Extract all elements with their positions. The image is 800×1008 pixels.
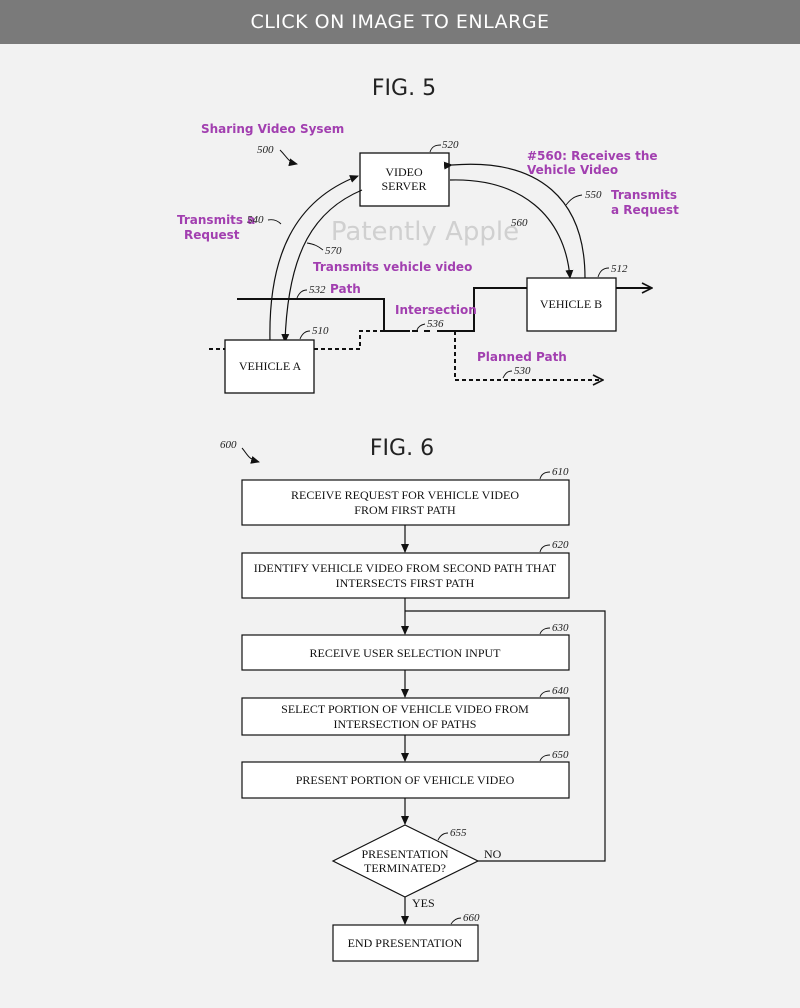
enlarge-banner[interactable]: CLICK ON IMAGE TO ENLARGE [0, 0, 800, 44]
path-label: Path [330, 282, 361, 296]
vehicle-b-ref-leader [597, 267, 610, 278]
step-630-line1: RECEIVE USER SELECTION INPUT [310, 646, 502, 660]
ref-550: 550 [585, 189, 602, 201]
decision-ref: 655 [450, 827, 467, 839]
system-label: Sharing Video Sysem [201, 122, 344, 136]
ref-570: 570 [325, 245, 342, 257]
ref-550-leader [565, 194, 583, 206]
planned-path-label: Planned Path [477, 350, 567, 364]
decision-yes: YES [412, 896, 435, 910]
end-ref-leader [450, 917, 462, 925]
transmits-a-1: Transmits a [177, 213, 255, 227]
vehicle-a-label: VEHICLE A [239, 359, 302, 373]
step-640-line2: INTERSECTION OF PATHS [334, 717, 477, 731]
step-640-ref-leader [539, 690, 551, 698]
step-640-line1: SELECT PORTION OF VEHICLE VIDEO FROM [281, 702, 529, 716]
server-ref: 520 [442, 139, 459, 151]
solid-path-left [237, 298, 410, 332]
transmits-b-2: a Request [611, 203, 679, 217]
ref-560: 560 [511, 217, 528, 229]
step-650-box [241, 761, 570, 799]
step-640-ref: 640 [552, 685, 569, 697]
decision-line1: PRESENTATION [361, 847, 448, 861]
receives-label-1: #560: Receives the [527, 149, 658, 163]
arc-570-inner [281, 189, 363, 343]
path-ref: 532 [309, 284, 326, 296]
vehicle-b-ref: 512 [611, 263, 628, 275]
step-630-box [241, 634, 570, 671]
patent-figures: FIG. 5 Sharing Video Sysem 500 Patently … [177, 76, 679, 962]
watermark: Patently Apple [331, 217, 519, 247]
step-610-ref-leader [539, 471, 551, 480]
server-ref-leader [429, 144, 442, 153]
step-610-ref: 610 [552, 466, 569, 478]
step-620-line1: IDENTIFY VEHICLE VIDEO FROM SECOND PATH … [254, 561, 557, 575]
step-620-line2: INTERSECTS FIRST PATH [336, 576, 475, 590]
intersection-ref: 536 [427, 318, 444, 330]
step-650-line1: PRESENT PORTION OF VEHICLE VIDEO [296, 773, 515, 787]
step-620-ref: 620 [552, 539, 569, 551]
step-630-ref-leader [539, 627, 551, 635]
decision-line2: TERMINATED? [364, 861, 446, 875]
path-ref-leader [296, 289, 308, 299]
fig6-ref: 600 [220, 439, 237, 451]
transmits-video: Transmits vehicle video [313, 260, 472, 274]
vehicle-a-ref-leader [299, 330, 311, 340]
planned-path-dashed [454, 331, 602, 380]
step-620-ref-leader [539, 544, 551, 553]
intersection-label: Intersection [395, 303, 477, 317]
step-630-ref: 630 [552, 622, 569, 634]
system-ref: 500 [257, 144, 274, 156]
no-loop-line [405, 610, 606, 862]
planned-path-ref: 530 [514, 365, 531, 377]
end-label: END PRESENTATION [348, 936, 463, 950]
fig6-ref-arrow [241, 447, 260, 464]
system-ref-arrow [279, 149, 298, 167]
fig6-title: FIG. 6 [370, 436, 434, 461]
fig5-title: FIG. 5 [372, 76, 436, 101]
end-660-box [332, 924, 479, 962]
intersection-ref-leader [416, 323, 426, 331]
decision-no: NO [484, 847, 502, 861]
step-650-ref-leader [539, 754, 551, 762]
step-610-box [241, 479, 570, 526]
end-ref: 660 [463, 912, 480, 924]
receives-label-2: Vehicle Video [527, 163, 618, 177]
vehicle-b-label: VEHICLE B [540, 297, 602, 311]
ref-540: 540 [247, 214, 264, 226]
step-640-box [241, 697, 570, 736]
vehicle-b-box [526, 277, 617, 332]
ref-570-leader [306, 242, 324, 251]
step-610-line2: FROM FIRST PATH [354, 503, 456, 517]
arc-560-outer [443, 161, 586, 279]
arc-540-outer [269, 175, 359, 343]
video-server-box [359, 152, 450, 207]
planned-path-ref-leader [502, 370, 513, 379]
step-610-line1: RECEIVE REQUEST FOR VEHICLE VIDEO [291, 488, 519, 502]
vehicle-a-ref: 510 [312, 325, 329, 337]
ref-540-leader [267, 219, 282, 225]
vehicle-a-box [224, 339, 315, 394]
video-server-label-2: SERVER [381, 179, 426, 193]
video-server-label-1: VIDEO [385, 165, 423, 179]
transmits-a-2: Request [184, 228, 240, 242]
step-650-ref: 650 [552, 749, 569, 761]
decision-ref-leader [437, 832, 449, 841]
transmits-b-1: Transmits [611, 188, 677, 202]
arc-550-inner [449, 179, 574, 279]
